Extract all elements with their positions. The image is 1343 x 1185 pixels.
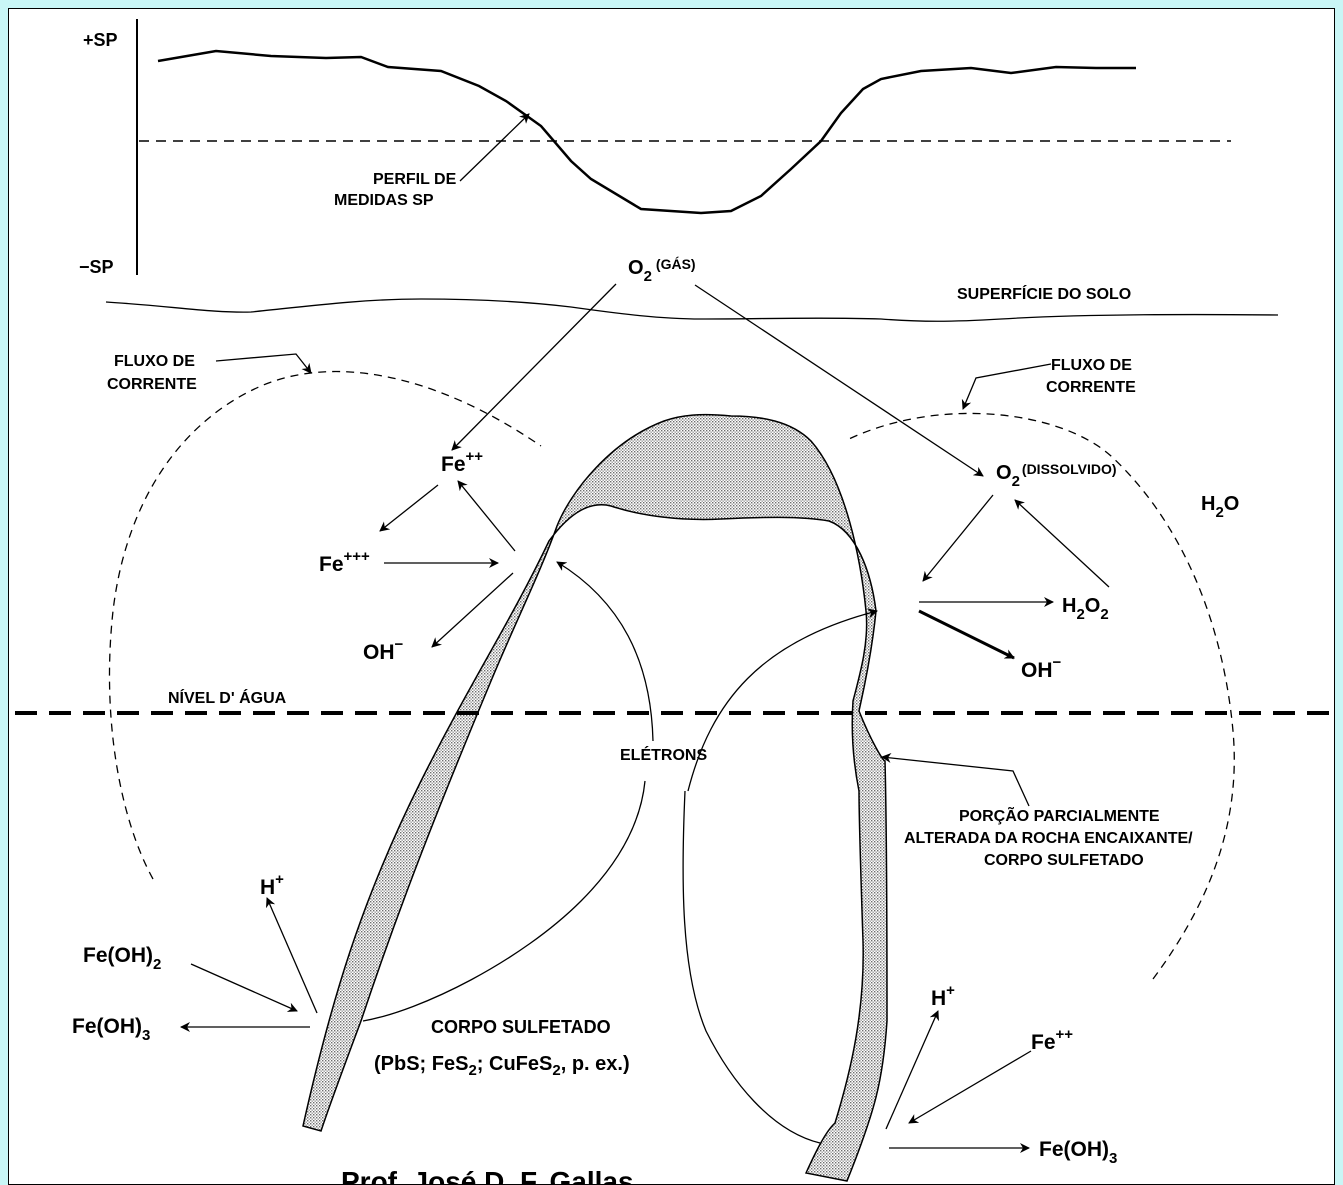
porcao-label-2: ALTERADA DA ROCHA ENCAIXANTE/ [904, 830, 1193, 847]
feoh2-arrow [191, 964, 297, 1011]
to-oh-right-arrow [919, 611, 1014, 658]
to-h-plus-right-arrow [886, 1011, 938, 1129]
h2o2-to-o2-arrow [1015, 500, 1109, 587]
to-fe2-arrow [458, 481, 515, 551]
o2-to-reaction-arrow [923, 495, 993, 581]
superficie-label: SUPERFÍCIE DO SOLO [957, 284, 1131, 303]
fluxo-left-1: FLUXO DE [114, 353, 195, 370]
minus-sp-label: −SP [79, 257, 114, 277]
feoh3-left-label: Fe(OH)3 [72, 1015, 150, 1044]
eletrons-label: ELÉTRONS [620, 745, 707, 764]
feoh2-label: Fe(OH)2 [83, 944, 161, 973]
oh-right-label: OH− [1021, 654, 1062, 682]
to-h-plus-left-arrow [267, 898, 317, 1013]
fe3-left-label: Fe+++ [319, 548, 370, 576]
h-plus-right-label: H+ [931, 982, 955, 1010]
h2o-label: H2O [1201, 493, 1239, 521]
porcao-label-1: PORÇÃO PARCIALMENTE [959, 805, 1160, 825]
author-label: Prof. José D. F. Gallas [341, 1166, 634, 1185]
nivel-agua-label: NÍVEL D' ÁGUA [168, 688, 287, 707]
h-plus-left-label: H+ [260, 871, 284, 899]
o2-gas-label: O2(GÁS) [628, 256, 696, 285]
o2-dissolved-label: O2(DISSOLVIDO) [996, 461, 1117, 490]
fe2-right-label: Fe++ [1031, 1026, 1073, 1054]
feoh3-right-label: Fe(OH)3 [1039, 1138, 1117, 1167]
fe2-to-fe3-arrow [380, 485, 438, 531]
porcao-label-3: CORPO SULFETADO [984, 852, 1144, 869]
diagram-frame: +SP −SP PERFIL DE MEDIDAS SP O2(GÁS) SUP… [8, 8, 1335, 1185]
oh-left-label: OH− [363, 636, 404, 664]
fluxo-right-pointer [963, 364, 1051, 409]
fluxo-right-1: FLUXO DE [1051, 357, 1132, 374]
fe2-right-arrow [909, 1051, 1031, 1123]
fluxo-left-pointer [216, 354, 311, 373]
corpo-label-1: CORPO SULFETADO [431, 1017, 611, 1037]
porcao-pointer [882, 757, 1029, 806]
fluxo-left-2: CORRENTE [107, 376, 197, 393]
electron-path-right [683, 791, 820, 1143]
h2o2-label: H2O2 [1062, 595, 1109, 623]
current-flux-right [849, 413, 1234, 979]
perfil-arrow [460, 114, 529, 181]
plus-sp-label: +SP [83, 30, 118, 50]
fluxo-right-2: CORRENTE [1046, 379, 1136, 396]
perfil-label-2: MEDIDAS SP [334, 192, 434, 209]
electron-arrow-right [688, 611, 877, 791]
fe2-left-label: Fe++ [441, 448, 483, 476]
o2-to-fe2-arrow [452, 284, 616, 450]
sp-profile-curve [158, 51, 1136, 213]
perfil-label-1: PERFIL DE [373, 171, 457, 188]
sp-diagram: +SP −SP PERFIL DE MEDIDAS SP O2(GÁS) SUP… [9, 9, 1335, 1185]
corpo-label-2: (PbS; FeS2; CuFeS2, p. ex.) [374, 1053, 630, 1079]
